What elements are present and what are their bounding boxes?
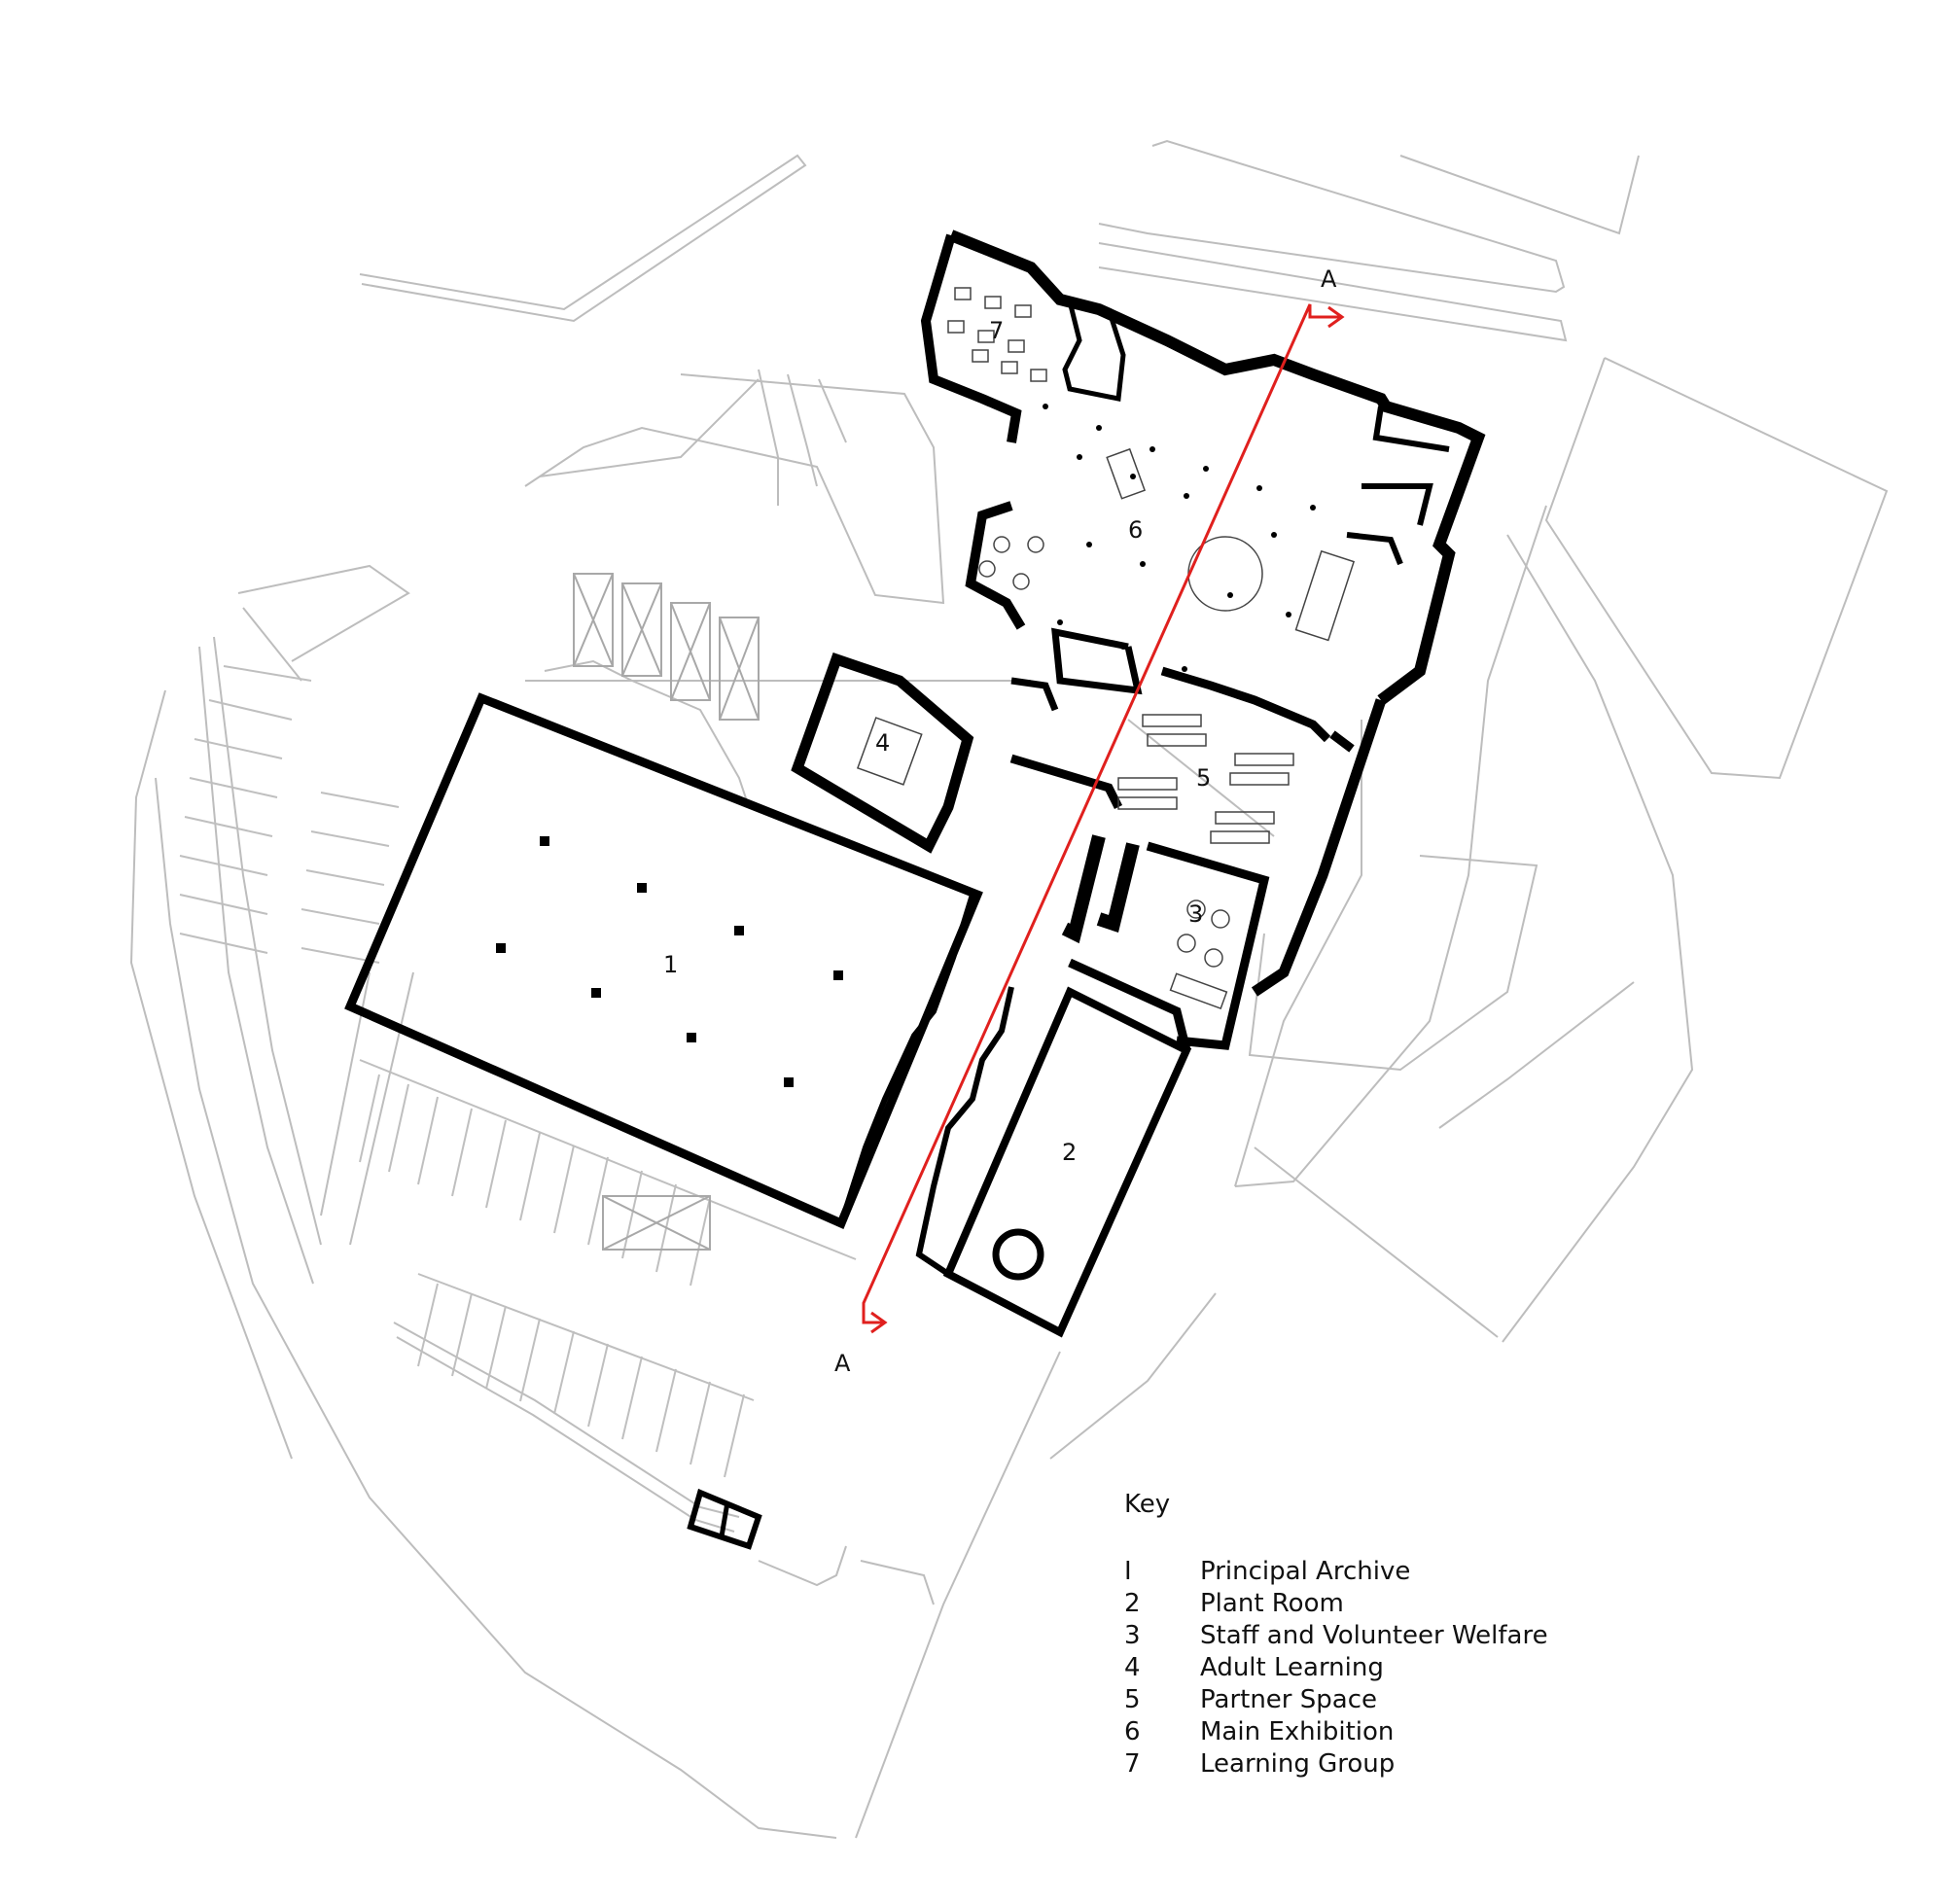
building-walls [344, 229, 1486, 1550]
legend-item-number: 5 [1124, 1685, 1141, 1714]
legend-item-label: Plant Room [1200, 1589, 1344, 1618]
legend-item-number: 3 [1124, 1621, 1141, 1650]
legend-item-number: I [1124, 1557, 1132, 1586]
legend-item-label: Principal Archive [1200, 1557, 1411, 1586]
legend-item: 3 Staff and Volunteer Welfare [1124, 1620, 1669, 1652]
parking-bays-west [179, 665, 400, 964]
legend-item-number: 6 [1124, 1717, 1141, 1746]
legend-item-label: Main Exhibition [1200, 1717, 1395, 1746]
room-label-5: 5 [1196, 764, 1211, 792]
room-label-7: 7 [989, 317, 1004, 344]
legend-item: 4 Adult Learning [1124, 1652, 1669, 1684]
legend-item-label: Partner Space [1200, 1685, 1377, 1714]
legend-item: 6 Main Exhibition [1124, 1716, 1669, 1748]
legend-item-label: Adult Learning [1200, 1653, 1384, 1682]
planters [573, 573, 760, 1251]
legend: Key I Principal Archive 2 Plant Room 3 S… [1124, 1490, 1669, 1781]
section-line-a [862, 303, 1345, 1334]
legend-item: 2 Plant Room [1124, 1588, 1669, 1620]
legend-item-label: Staff and Volunteer Welfare [1200, 1621, 1548, 1650]
legend-item-label: Learning Group [1200, 1749, 1396, 1779]
room-label-4: 4 [875, 729, 890, 757]
columns [496, 404, 1316, 1087]
legend-item: I Principal Archive [1124, 1556, 1669, 1588]
room-label-3: 3 [1188, 900, 1203, 928]
section-label-top: A [1321, 265, 1337, 293]
room-label-2: 2 [1062, 1139, 1077, 1166]
legend-item: 7 Learning Group [1124, 1748, 1669, 1781]
site-context [129, 139, 1889, 1839]
legend-title: Key [1124, 1490, 1171, 1519]
room-label-6: 6 [1128, 516, 1143, 544]
legend-item: 5 Partner Space [1124, 1684, 1669, 1716]
legend-item-number: 2 [1124, 1589, 1141, 1618]
room-label-1: 1 [663, 951, 678, 978]
legend-item-number: 4 [1124, 1653, 1141, 1682]
plant-tank [992, 1228, 1044, 1281]
room-labels: 1 2 3 4 5 6 7 [663, 317, 1211, 1166]
parking-bays-south [359, 1059, 857, 1478]
legend-item-number: 7 [1124, 1749, 1141, 1779]
section-label-bottom: A [834, 1350, 851, 1377]
furniture [856, 287, 1356, 1009]
